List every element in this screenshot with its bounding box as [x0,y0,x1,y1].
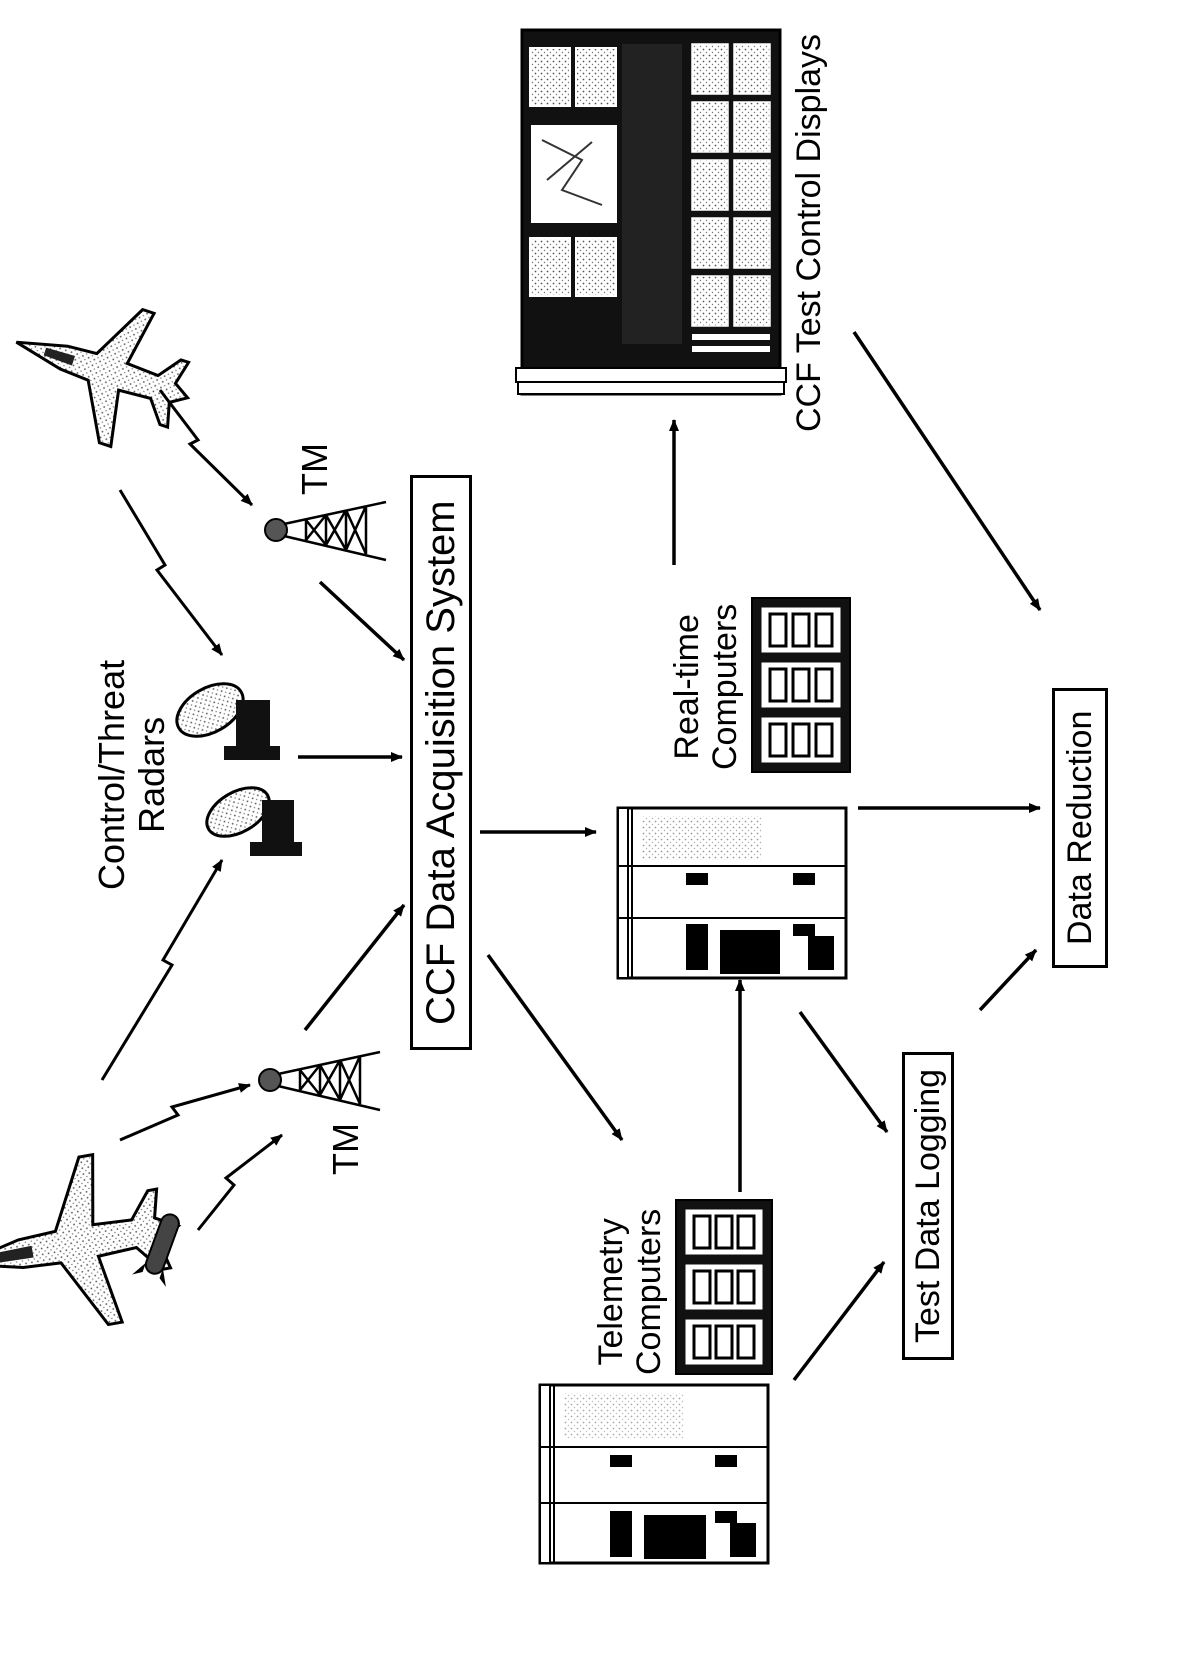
computer-rack-icon [538,1383,770,1565]
computer-rack-icon [616,806,848,980]
antenna-tower-icon [264,500,387,562]
radar-dish-icon [205,786,302,856]
data-reduction-box: Data Reduction [1052,687,1108,968]
test-control-displays-label: CCF Test Control Displays [790,33,828,432]
tm-label-bottom: TM [325,1123,366,1175]
radars-label: Control/Threat Radars [91,659,172,890]
radar-dish-icon [175,682,280,760]
missile-icon [132,1213,180,1287]
fighter-jet-icon [15,307,191,449]
antenna-tower-icon [258,1050,381,1112]
flow-arrows [298,331,1042,1382]
realtime-computers-label: Real-time Computers [668,603,744,770]
data-acquisition-system-box: CCF Data Acquisition System [410,475,472,1050]
computer-terminal-icon [675,1199,773,1375]
telemetry-computers-label: Telemetry Computers [592,1208,668,1375]
rf-links [100,389,283,1231]
tm-label-top: TM [294,443,335,495]
control-console-icon [515,28,787,396]
test-data-logging-box: Test Data Logging [902,1051,954,1360]
computer-terminal-icon [751,597,851,773]
